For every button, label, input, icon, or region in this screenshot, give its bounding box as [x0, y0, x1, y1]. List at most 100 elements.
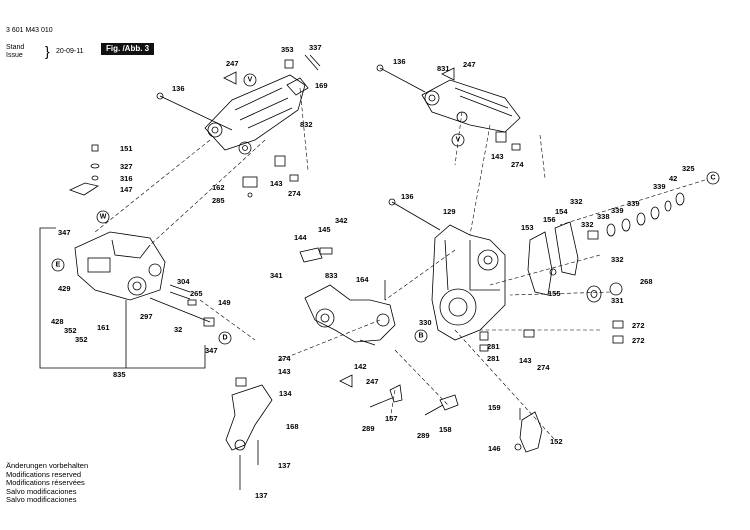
part-label: 143 — [491, 152, 504, 161]
part-label: 156 — [543, 215, 556, 224]
part-labels: 136 247 353 337 169 832 162 143 274 285 … — [51, 43, 695, 500]
part-label: 297 — [140, 312, 153, 321]
svg-text:V: V — [248, 77, 253, 84]
part-label: 151 — [120, 144, 133, 153]
part-label: 32 — [174, 325, 182, 334]
triangle-marker — [223, 71, 237, 85]
part-label: 161 — [97, 323, 110, 332]
marker-v2: V — [451, 133, 465, 147]
part-label: 137 — [255, 491, 268, 500]
part-label: 272 — [632, 321, 645, 330]
part-label: 339 — [627, 199, 640, 208]
marker-v1: V — [243, 73, 257, 87]
part-label: 272 — [632, 336, 645, 345]
part-label: 247 — [463, 60, 476, 69]
washer-stack-339 — [587, 192, 685, 240]
part-label: 289 — [417, 431, 430, 440]
part-label: 146 — [488, 444, 501, 453]
part-label: 158 — [439, 425, 452, 434]
part-label: 332 — [611, 255, 624, 264]
part-label: 330 — [419, 318, 432, 327]
markers: V V W E D B C — [51, 67, 720, 388]
part-label: 142 — [354, 362, 367, 371]
part-label: 145 — [318, 225, 331, 234]
svg-text:B: B — [418, 333, 423, 340]
stand-label: Stand — [6, 44, 25, 51]
part-label: 157 — [385, 414, 398, 423]
latch-152 — [514, 408, 543, 453]
svg-text:C: C — [710, 175, 715, 182]
part-label: 137 — [278, 461, 291, 470]
part-label: 164 — [356, 275, 369, 284]
part-label: 327 — [120, 162, 133, 171]
pins-304-265-149 — [169, 284, 197, 306]
part-label: 428 — [51, 317, 64, 326]
clip-144 — [299, 247, 333, 263]
part-label: 147 — [120, 185, 133, 194]
part-label: 347 — [205, 346, 218, 355]
part-label: 332 — [570, 197, 583, 206]
part-label: 274 — [511, 160, 524, 169]
svg-text:E: E — [56, 262, 61, 269]
part-label: 247 — [366, 377, 379, 386]
part-label: 265 — [190, 289, 203, 298]
footer-note: Salvo modificaciones — [6, 495, 77, 505]
part-label: 129 — [443, 207, 456, 216]
svg-text:V: V — [456, 137, 461, 144]
issue-label: Issue — [6, 52, 23, 59]
part-label: 136 — [401, 192, 414, 201]
part-label: 341 — [270, 271, 283, 280]
part-label: 347 — [58, 228, 71, 237]
svg-text:D: D — [222, 335, 227, 342]
marker-c: C — [706, 171, 720, 185]
part-label: 304 — [177, 277, 190, 286]
part-label: 153 — [521, 223, 534, 232]
pins-157-158 — [369, 384, 459, 416]
part-label: 143 — [270, 179, 283, 188]
part-label: 337 — [309, 43, 322, 52]
part-label: 835 — [113, 370, 126, 379]
link-arm-831 — [376, 64, 521, 133]
doc-number: 3 601 M43 010 — [6, 27, 53, 34]
part-label: 136 — [393, 57, 406, 66]
part-label: 429 — [58, 284, 71, 293]
footer-note: Modifications réservées — [6, 478, 85, 488]
part-label: 339 — [653, 182, 666, 191]
triangle-marker — [339, 374, 353, 388]
part-label: 353 — [281, 45, 294, 54]
part-label: 832 — [300, 120, 313, 129]
part-label: 338 — [597, 212, 610, 221]
part-label: 332 — [581, 220, 594, 229]
part-label: 168 — [286, 422, 299, 431]
part-label: 833 — [325, 271, 338, 280]
part-label: 331 — [611, 296, 624, 305]
screw-stack-151 — [68, 144, 100, 196]
brace-symbol: } — [45, 43, 50, 59]
cover-153-154 — [527, 221, 579, 296]
parts-281 — [479, 331, 489, 352]
part-label: 274 — [288, 189, 301, 198]
part-label: 42 — [669, 174, 677, 183]
marker-e: E — [51, 258, 65, 272]
part-label: 352 — [64, 326, 77, 335]
part-label: 281 — [487, 342, 500, 351]
part-label: 152 — [550, 437, 563, 446]
part-label: 143 — [278, 367, 291, 376]
triangle-marker — [441, 67, 455, 81]
part-label: 281 — [487, 354, 500, 363]
issue-date: 20-09-11 — [56, 48, 84, 55]
arm-134 — [225, 377, 273, 490]
part-label: 352 — [75, 335, 88, 344]
part-label: 247 — [226, 59, 239, 68]
part-162 — [242, 176, 258, 198]
figure-label: Fig. /Abb. 3 — [101, 43, 155, 55]
part-label: 159 — [488, 403, 501, 412]
part-label: 339 — [611, 206, 624, 215]
footer-note: Änderungen vorbehalten — [6, 461, 89, 470]
housing-129 — [388, 198, 506, 341]
screws-272 — [523, 320, 624, 344]
part-label: 831 — [437, 64, 450, 73]
part-label: 162 — [212, 183, 225, 192]
bracket-833 — [304, 280, 396, 346]
